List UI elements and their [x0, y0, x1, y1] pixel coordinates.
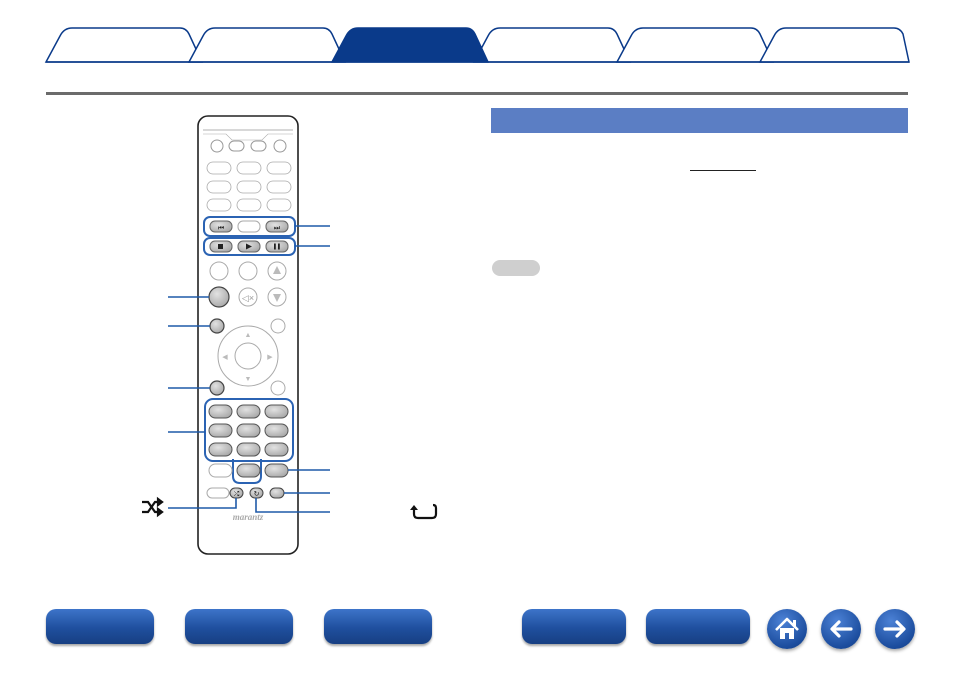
mute-icon: ◁×: [242, 293, 254, 303]
brand-logo: marantz: [233, 512, 264, 522]
tab-3-active[interactable]: [330, 27, 490, 63]
stop-icon: [218, 244, 223, 249]
tab-5[interactable]: [615, 27, 775, 63]
home-button[interactable]: [767, 609, 807, 649]
svg-text:▶: ▶: [267, 354, 273, 361]
tab-4[interactable]: [472, 27, 632, 63]
footer-button-2[interactable]: [185, 609, 293, 644]
volume-down-icon: [273, 294, 281, 302]
section-heading-bar: [491, 108, 908, 133]
note-label: [492, 260, 540, 276]
info-button: [208, 286, 230, 308]
svg-text:▼: ▼: [245, 376, 252, 383]
number-buttons-highlight: [204, 398, 294, 462]
power-button: [210, 139, 224, 153]
clear-button: [264, 463, 289, 478]
forward-button-nav[interactable]: [875, 609, 915, 649]
svg-text:◀: ◀: [222, 354, 228, 361]
forward-arrow-icon: [883, 620, 906, 638]
previous-button: [209, 220, 233, 233]
tab-bar: [44, 27, 910, 63]
next-button: [265, 220, 289, 233]
shuffle-icon-remote: ⤮: [234, 491, 240, 498]
mute-button: [238, 287, 258, 307]
back-arrow-icon: [830, 620, 853, 638]
dimmer-button: [269, 487, 285, 499]
back-button: [209, 380, 225, 396]
footer-button-1[interactable]: [46, 609, 154, 644]
repeat-icon-remote: ↻: [254, 491, 260, 498]
tab-1[interactable]: [44, 27, 204, 63]
header-rule: [46, 92, 908, 95]
repeat-icon: [410, 503, 438, 520]
number-zero-button: [236, 463, 261, 478]
pause-button: [265, 240, 289, 253]
home-icon: [775, 617, 799, 639]
footer-button-3[interactable]: [324, 609, 432, 644]
option-button: [209, 318, 225, 334]
remote-control-illustration: ⏮ ⏭ ◁× ▲ ▼ ◀ ▶ ⤮ ↻ m: [142, 115, 438, 555]
play-icon: [246, 243, 252, 250]
svg-text:▲: ▲: [245, 332, 252, 339]
callout-lines: [168, 225, 330, 513]
volume-up-icon: [273, 266, 281, 274]
next-icon: ⏭: [274, 225, 281, 232]
footer-button-4[interactable]: [522, 609, 626, 644]
back-button-nav[interactable]: [821, 609, 861, 649]
enter-button: [234, 342, 262, 370]
tab-2[interactable]: [187, 27, 347, 63]
reference-link-underline[interactable]: [690, 170, 756, 171]
previous-icon: ⏮: [218, 225, 224, 232]
number-buttons: [208, 404, 289, 457]
footer-button-5[interactable]: [646, 609, 750, 644]
power-button-2: [273, 139, 287, 153]
tab-6[interactable]: [758, 27, 910, 63]
input-buttons: [206, 161, 292, 212]
shuffle-icon: [142, 496, 164, 518]
pause-icon: [274, 243, 280, 250]
